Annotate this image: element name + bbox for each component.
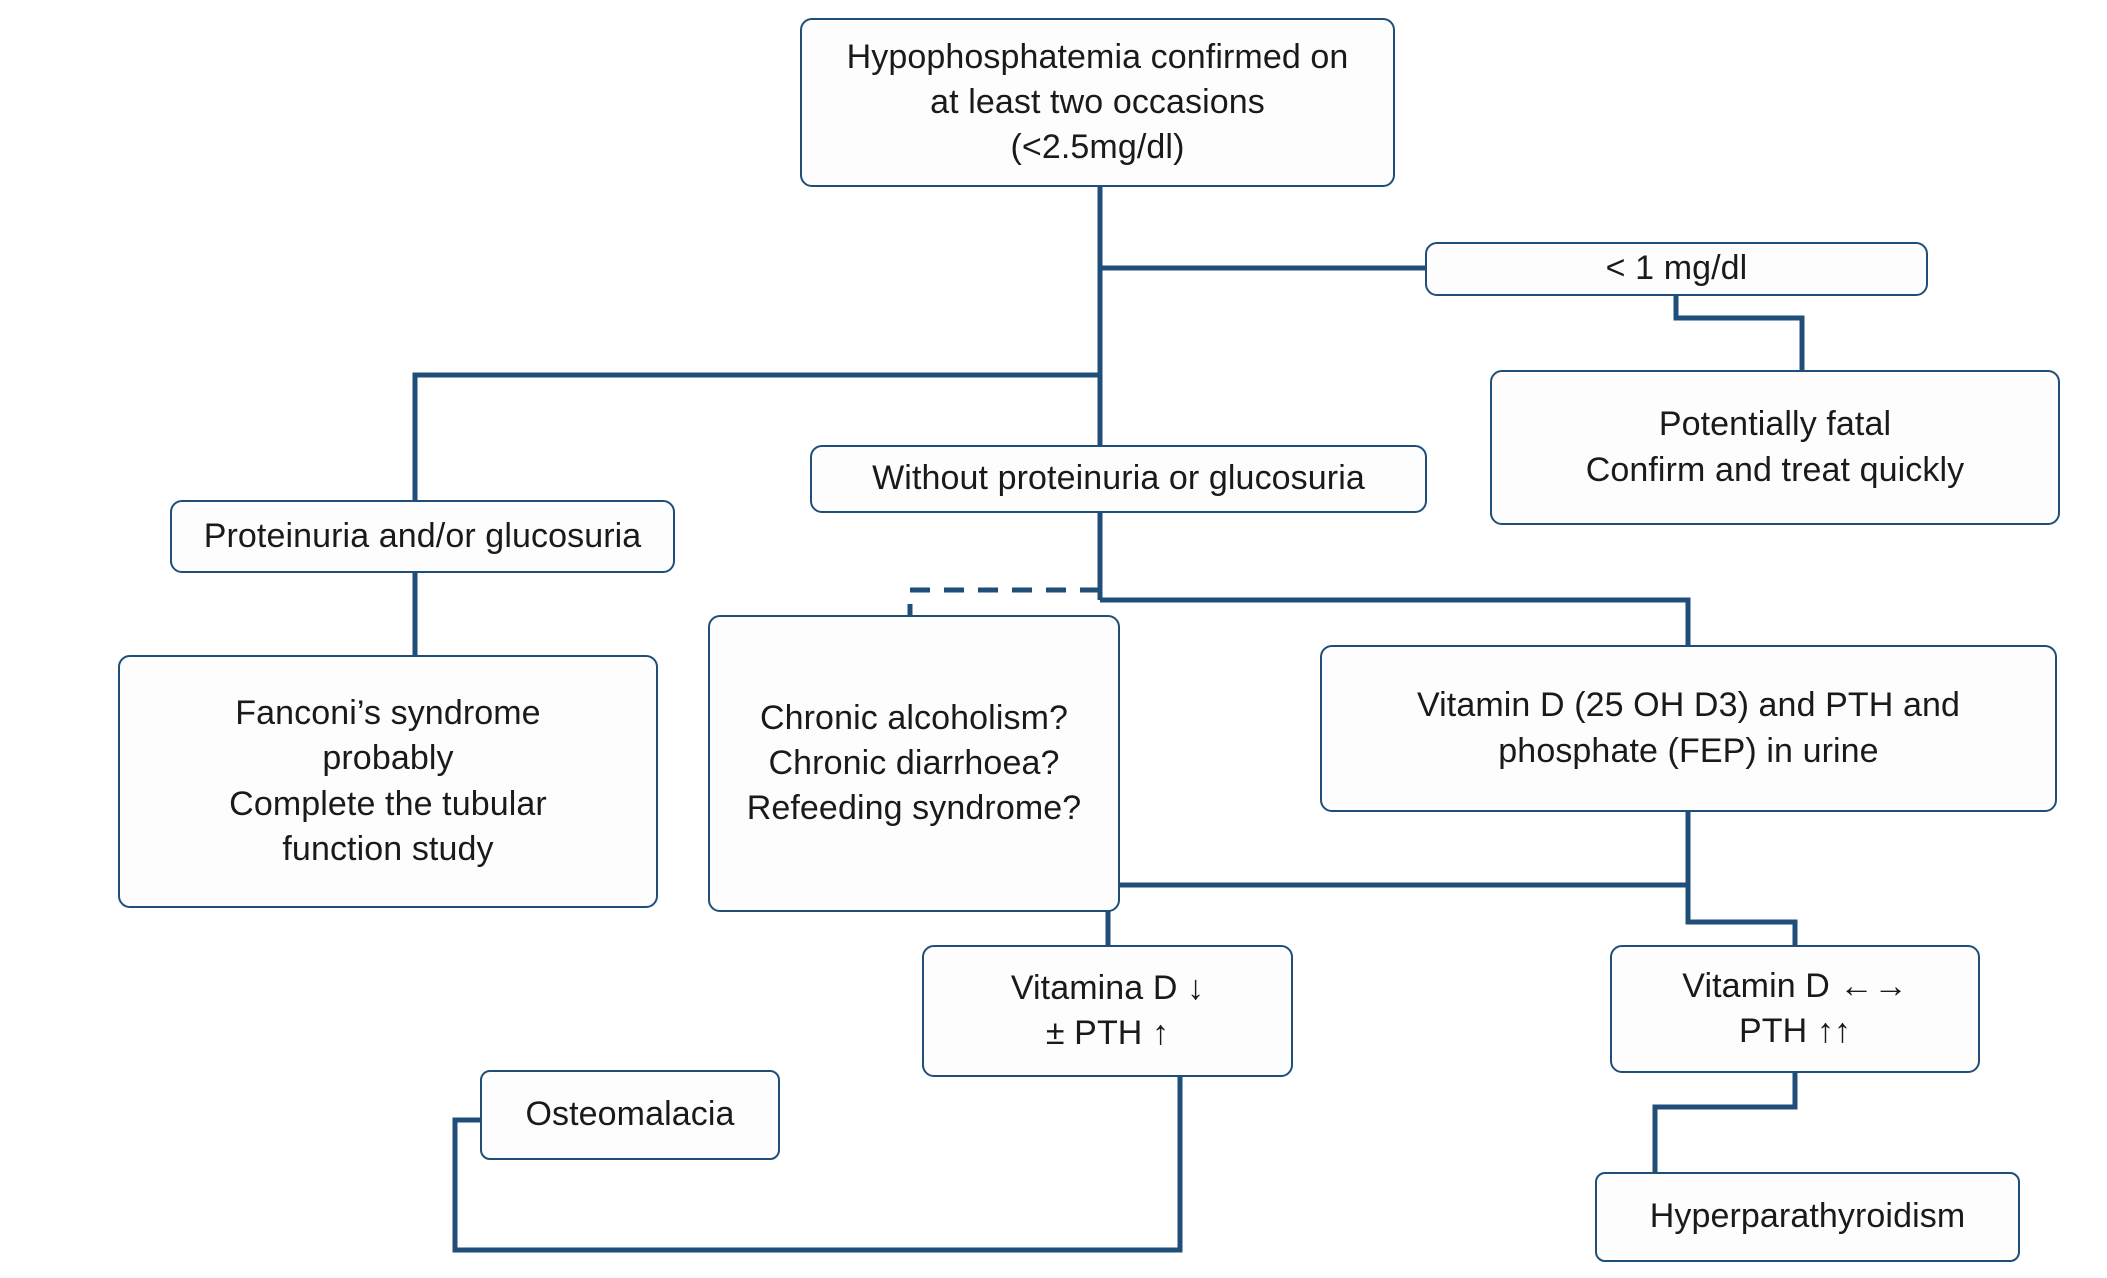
node-vitd-normal[interactable]: Vitamin D ←→ PTH ↑↑ [1610,945,1980,1073]
node-causes-questions[interactable]: Chronic alcoholism? Chronic diarrhoea? R… [708,615,1120,912]
node-vitd-low[interactable]: Vitamina D ↓ ± PTH ↑ [922,945,1293,1077]
node-fanconi[interactable]: Fanconi’s syndrome probably Complete the… [118,655,658,908]
edge-workup-to-vitd-normal [1685,885,1798,945]
node-workup[interactable]: Vitamin D (25 OH D3) and PTH and phospha… [1320,645,2057,812]
node-potentially-fatal[interactable]: Potentially fatal Confirm and treat quic… [1490,370,2060,525]
node-root[interactable]: Hypophosphatemia confirmed on at least t… [800,18,1395,187]
node-proteinuria[interactable]: Proteinuria and/or glucosuria [170,500,675,573]
node-severe-threshold[interactable]: < 1 mg/dl [1425,242,1928,296]
edge-workup-to-vitd-low [1105,882,1688,945]
node-without-proteinuria[interactable]: Without proteinuria or glucosuria [810,445,1427,513]
node-osteomalacia[interactable]: Osteomalacia [480,1070,780,1160]
edge-severe-to-fatal [1673,295,1805,370]
node-hyperparathyroidism[interactable]: Hyperparathyroidism [1595,1172,2020,1262]
edge-to-workup [1100,597,1691,645]
edge-dashed-to-causes [907,587,1100,615]
